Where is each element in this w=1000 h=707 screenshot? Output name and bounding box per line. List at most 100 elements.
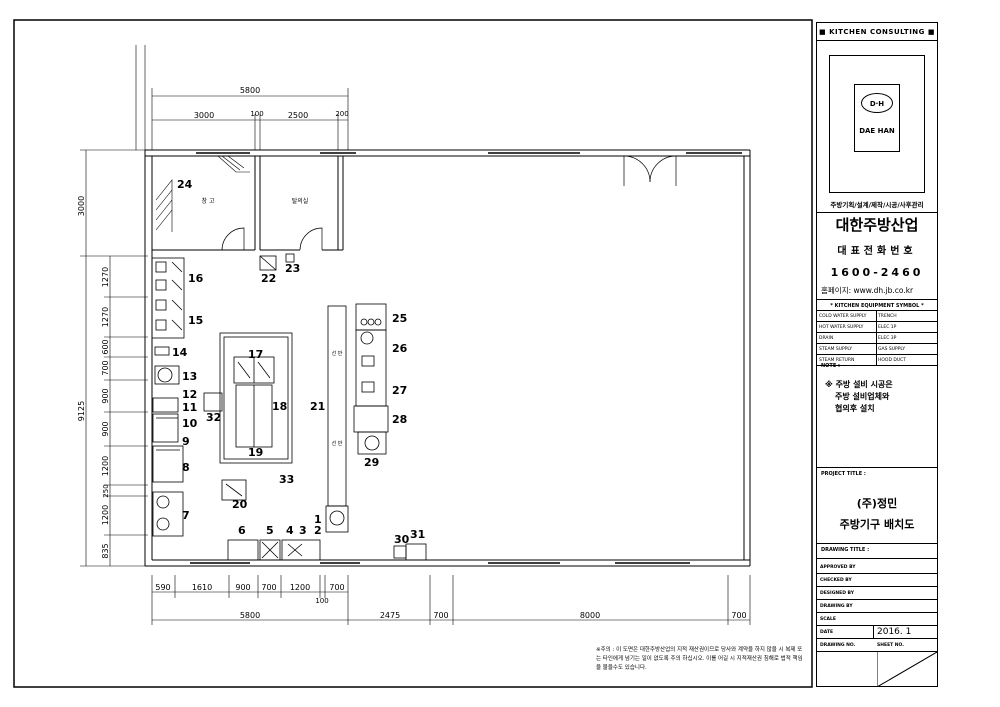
symbol-label: TRENCH [878, 314, 897, 319]
field-label: CHECKED BY [820, 578, 852, 583]
dim-bottom-700d: 700 [731, 611, 746, 620]
dim-top-3000: 3000 [194, 111, 214, 120]
dim-top-100: 100 [250, 110, 263, 118]
label-20: 20 [232, 498, 248, 511]
bottom-dimensions [151, 575, 751, 625]
field-label: DATE [820, 630, 834, 635]
note-label: NOTE : [821, 363, 841, 369]
room-office: 탈의실 [292, 197, 309, 205]
shelf-text-b: 선 반 [332, 440, 343, 447]
dim-bottom-700a: 700 [261, 583, 276, 592]
label-28: 28 [392, 413, 407, 426]
label-13: 13 [182, 370, 197, 383]
field-date: DATE 2016. 1 [817, 626, 937, 639]
field-label: APPROVED BY [820, 565, 856, 570]
dim-left-9125: 9125 [77, 401, 86, 421]
field-label: DESIGNED BY [820, 591, 855, 596]
symbol-header: * KITCHEN EQUIPMENT SYMBOL * [817, 299, 937, 311]
label-11: 11 [182, 401, 197, 414]
windows [190, 152, 742, 564]
dim-left-900a: 900 [101, 388, 110, 403]
central-island [203, 332, 293, 464]
dim-left-3000: 3000 [77, 196, 86, 216]
dim-top-200: 200 [335, 110, 348, 118]
label-32: 32 [206, 411, 221, 424]
note: ※ 주방 설비 시공은 주방 설비업체와 협의후 설치 [825, 379, 935, 415]
label-15: 15 [188, 314, 203, 327]
dim-bottom-100: 100 [315, 597, 328, 605]
label-27: 27 [392, 384, 407, 397]
logo-name: DAE HAN [859, 127, 895, 135]
note-line: ※ 주방 설비 시공은 [825, 380, 893, 389]
stair-hatch [155, 155, 250, 232]
website: 홈페이지: www.dh.jb.co.kr [821, 286, 914, 295]
project-title: 주방기구 배치도 [839, 518, 915, 531]
dim-left-1270a: 1270 [101, 267, 110, 287]
disclaimer: ※주의 : 이 도면은 대한주방산업의 지적 재산권이므로 당사와 계약을 하지… [596, 647, 803, 671]
item-numbers: 1 2 3 4 5 6 7 8 9 10 11 12 13 14 15 16 1… [172, 178, 425, 546]
note-line: 협의후 설치 [835, 404, 875, 413]
services-line: 주방기획/설계/제작/시공/사후관리 [817, 198, 937, 213]
dim-bottom-1610: 1610 [192, 583, 212, 592]
project-title-label: PROJECT TITLE : [817, 467, 937, 480]
dim-left-1200b: 1200 [101, 505, 110, 525]
dim-left-600: 600 [101, 339, 110, 354]
label-17: 17 [248, 348, 263, 361]
label-10: 10 [182, 417, 198, 430]
symbol-label: COLD WATER SUPPLY [819, 311, 877, 321]
title-block: ■ KITCHEN CONSULTING ■ D·H DAE HAN 주방기획/… [816, 22, 938, 687]
field-label: DRAWING BY [820, 604, 853, 609]
label-26: 26 [392, 342, 408, 355]
dim-bottom-2475: 2475 [380, 611, 400, 620]
equipment-right-stations [353, 303, 389, 455]
label-29: 29 [364, 456, 379, 469]
company-name: 대한주방산업 [835, 216, 919, 234]
phone-number: 1600-2460 [830, 266, 924, 279]
field-value: 2016. 1 [877, 627, 912, 637]
symbol-label: ELEC 3P [878, 336, 897, 341]
field-approved: APPROVED BY [817, 561, 937, 574]
dim-bottom-8000: 8000 [580, 611, 600, 620]
label-1: 1 [314, 513, 322, 526]
label-5: 5 [266, 524, 274, 537]
label-8: 8 [182, 461, 190, 474]
equipment-bottom-wall [227, 539, 427, 561]
label-22: 22 [261, 272, 276, 285]
symbol-label: HOOD DUCT [878, 358, 907, 363]
drawing-frame [13, 19, 813, 688]
logo-mark: D·H [861, 93, 893, 113]
field-scale: SCALE [817, 613, 937, 626]
field-value: SHEET NO. [877, 643, 904, 648]
field-label: SCALE [820, 617, 836, 622]
label-4: 4 [286, 524, 294, 537]
phone-label: 대표전화번호 [837, 246, 917, 257]
entrance-door [623, 155, 677, 186]
dim-bottom-700c: 700 [433, 611, 448, 620]
note-line: 주방 설비업체와 [835, 392, 890, 401]
label-33: 33 [279, 473, 294, 486]
dim-bottom-1200: 1200 [290, 583, 310, 592]
symbol-label: STEAM SUPPLY [819, 344, 877, 354]
dim-bottom-700b: 700 [329, 583, 344, 592]
label-23: 23 [285, 262, 300, 275]
equipment-shelf-21 [325, 305, 349, 533]
logo: D·H DAE HAN [854, 84, 900, 152]
label-16: 16 [188, 272, 204, 285]
label-3: 3 [299, 524, 307, 537]
corner-diagonal [877, 652, 937, 687]
field-label: DRAWING NO. [820, 643, 856, 648]
dim-bottom-5800: 5800 [240, 611, 260, 620]
label-9: 9 [182, 435, 190, 448]
dim-left-835: 835 [101, 543, 110, 558]
dim-left-250: 250 [102, 484, 110, 497]
room-storage: 창 고 [202, 197, 215, 205]
label-14: 14 [172, 346, 188, 359]
label-18: 18 [272, 400, 287, 413]
label-7: 7 [182, 509, 190, 522]
symbol-label: HOT WATER SUPPLY [819, 322, 877, 332]
